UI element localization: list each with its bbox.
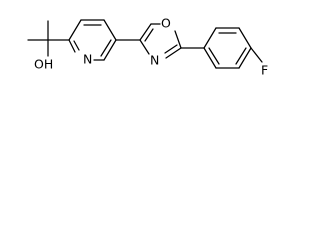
chemical-structure-diagram: OH N O N F bbox=[27, 16, 268, 78]
oxazole-ring bbox=[139, 23, 182, 59]
pyridine-double-c5-c6 bbox=[100, 39, 112, 57]
oxazole-bond-o-c2 bbox=[174, 30, 182, 49]
phenyl-double-c bbox=[208, 47, 220, 65]
oxazole-bond-c2-n bbox=[165, 47, 182, 59]
isopropanol-group bbox=[27, 20, 70, 57]
phenyl-bond-6 bbox=[203, 47, 217, 69]
oxazole-double-c2-n bbox=[164, 44, 178, 54]
pyridine-bond-n-c2 bbox=[68, 39, 76, 53]
oxazole-double-c4-c5 bbox=[144, 28, 154, 42]
oxazole-bond-n-c4 bbox=[139, 39, 150, 55]
pyridine-double-n-c2 bbox=[73, 40, 80, 51]
fluorophenyl-ring bbox=[203, 27, 252, 69]
pyridine-nitrogen-label: N bbox=[83, 52, 92, 67]
oxazole-oxygen-label: O bbox=[161, 16, 171, 31]
phenyl-bond-3 bbox=[238, 27, 252, 49]
pyridine-ring bbox=[68, 19, 117, 61]
phenyl-bond-4 bbox=[238, 47, 252, 69]
hydroxyl-label: OH bbox=[34, 57, 53, 72]
pyridine-bond-c2-c3 bbox=[68, 19, 82, 41]
bond-phenyl-fluorine bbox=[250, 47, 263, 63]
phenyl-double-b bbox=[235, 47, 247, 65]
pyridine-bond-c5-c6 bbox=[103, 39, 117, 61]
phenyl-bond-1 bbox=[203, 27, 217, 49]
oxazole-bond-c4-c5 bbox=[139, 23, 152, 41]
oxazole-nitrogen-label: N bbox=[150, 53, 159, 68]
pyridine-bond-c4-c5 bbox=[103, 19, 117, 41]
fluorine-label: F bbox=[261, 63, 268, 78]
